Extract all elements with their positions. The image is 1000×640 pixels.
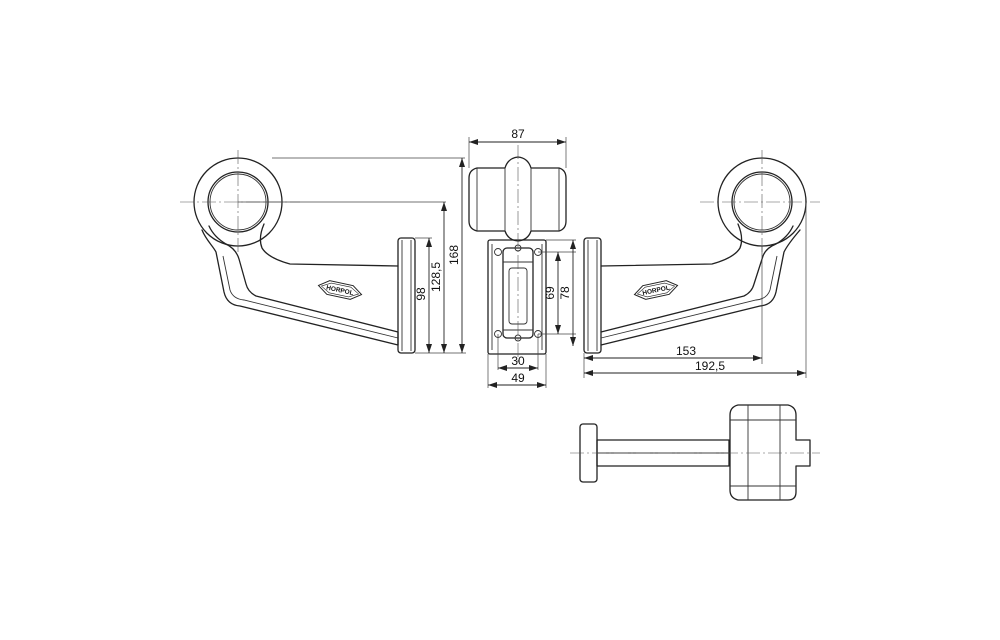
top-view-lamp-head [729,404,811,501]
dim-78: 78 [558,286,572,300]
top-view [570,404,820,501]
horpol-logo-right: HORPOL [633,280,679,300]
front-lamp-head [468,156,567,242]
front-view [468,145,567,365]
dim-128-5: 128,5 [429,262,443,292]
dim-30: 30 [511,354,525,368]
front-base-plate [487,239,547,355]
dim-168: 168 [447,245,461,265]
right-side-view: HORPOL [583,150,820,354]
dim-49: 49 [511,371,525,385]
left-mounting-plate [397,237,416,354]
dim-69: 69 [543,286,557,300]
horpol-logo-left: HORPOL [317,280,363,300]
dim-192-5: 192,5 [695,359,725,373]
dimensions: 98 128,5 168 87 69 78 [238,127,807,388]
screw-hole-tl [494,248,502,256]
dim-87: 87 [511,127,525,141]
right-arm-outline [600,223,743,267]
dim-98: 98 [414,287,428,301]
left-side-view: HORPOL [180,150,416,354]
dim-153: 153 [676,344,696,358]
right-mounting-plate [583,237,602,354]
left-arm-outline [201,225,399,346]
